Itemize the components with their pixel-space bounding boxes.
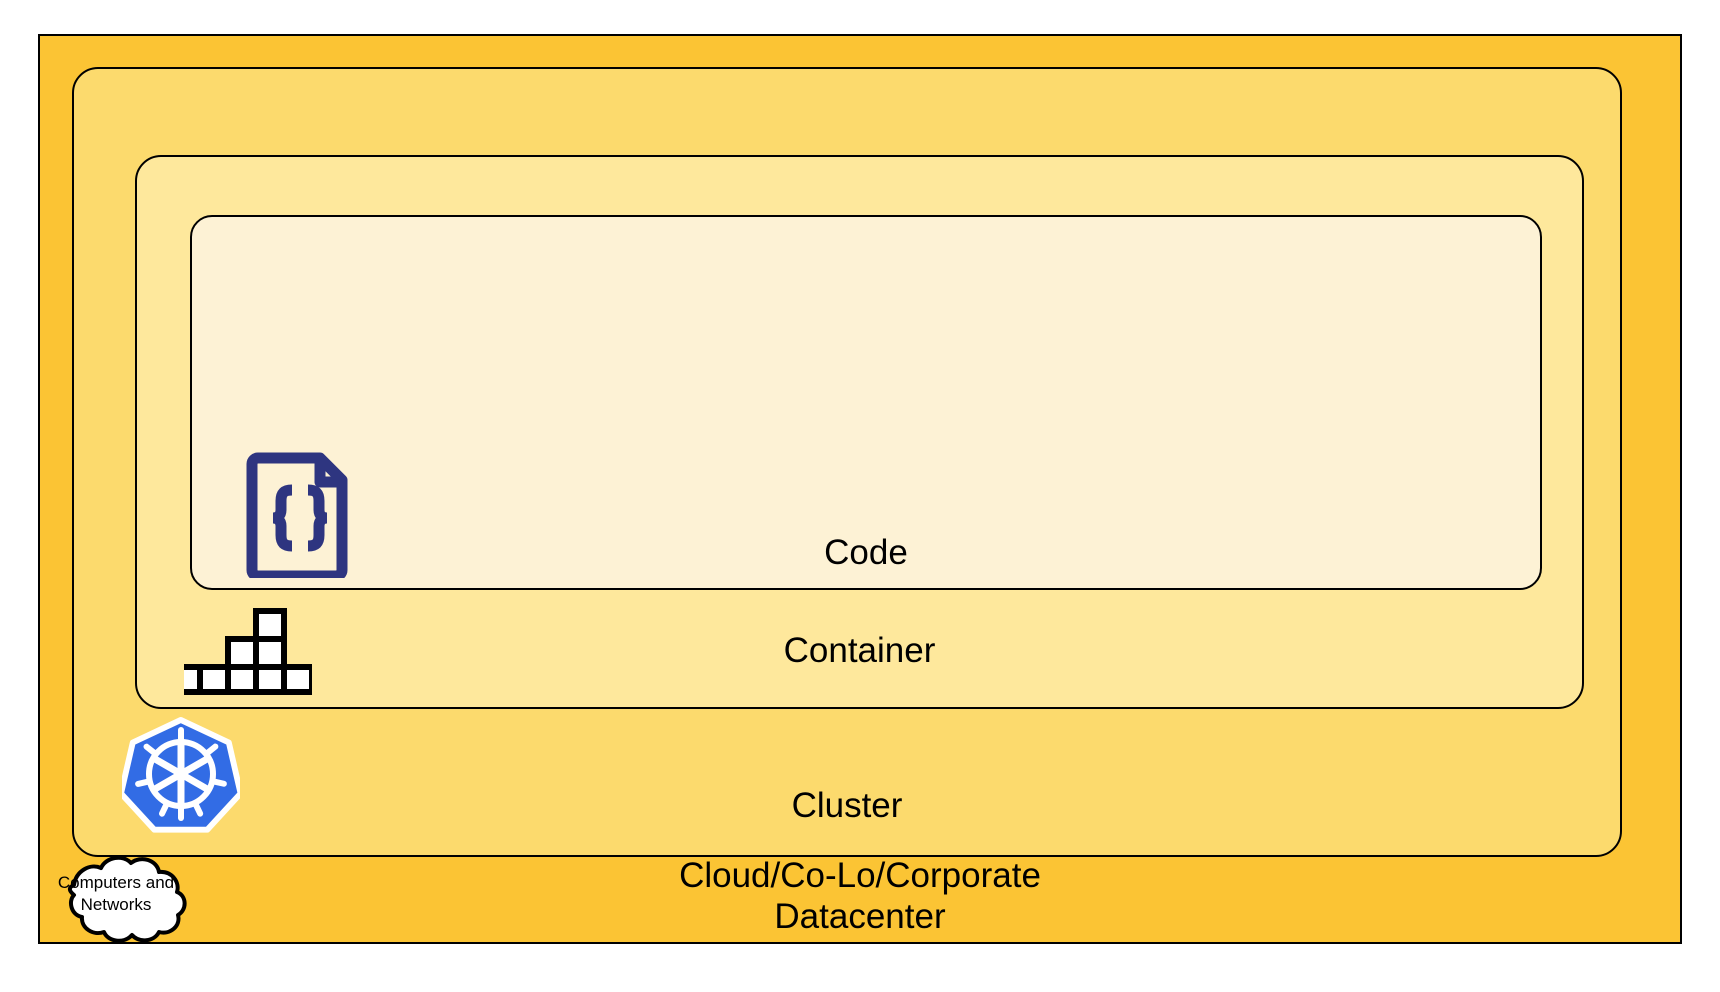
json-code-file-icon (244, 450, 356, 582)
layer-label-container: Container (783, 631, 936, 670)
kubernetes-helm-wheel-icon (118, 715, 244, 833)
layer-box-code (190, 215, 1542, 590)
layer-label-datacenter: Cloud/Co-Lo/Corporate Datacenter (679, 856, 1041, 937)
layer-label-cluster: Cluster (791, 786, 903, 825)
computers-and-networks-cloud (36, 855, 196, 943)
container-blocks-icon (169, 605, 315, 698)
layer-label-code: Code (824, 533, 908, 572)
